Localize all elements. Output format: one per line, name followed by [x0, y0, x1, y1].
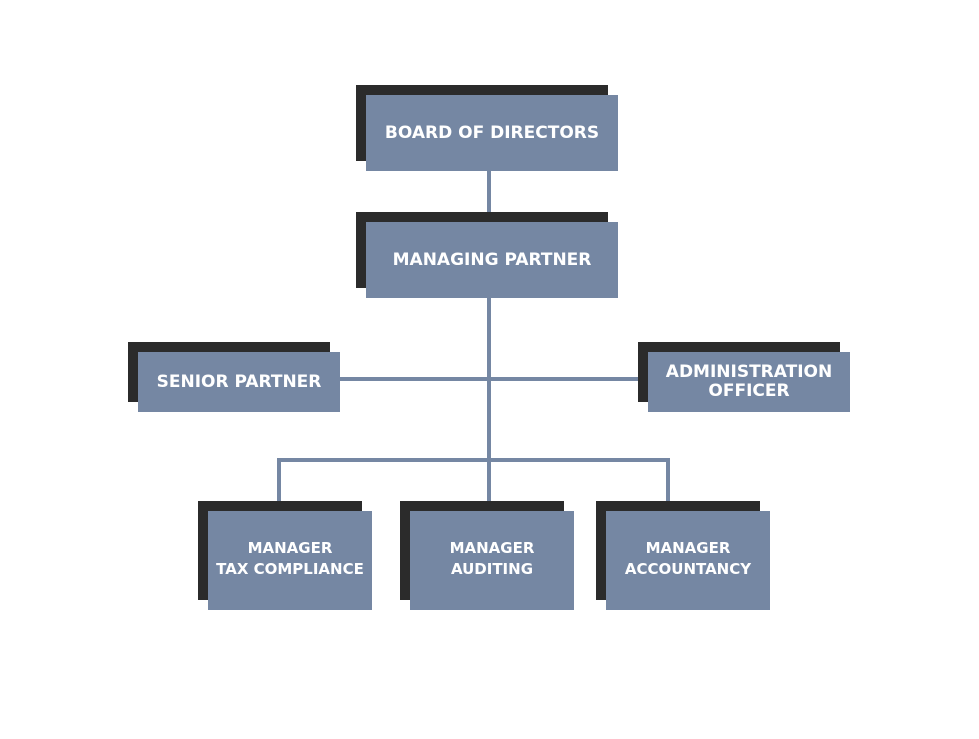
node-label: SENIOR PARTNER	[156, 371, 322, 392]
node-label: MANAGER TAX COMPLIANCE	[216, 539, 364, 578]
node-label: MANAGING PARTNER	[392, 249, 592, 270]
node-administration-officer: ADMINISTRATION OFFICER	[638, 342, 850, 412]
box-face: ADMINISTRATION OFFICER	[648, 352, 850, 412]
box-face: MANAGER TAX COMPLIANCE	[208, 511, 372, 610]
node-manager-tax-compliance: MANAGER TAX COMPLIANCE	[198, 501, 372, 610]
box-face: MANAGER ACCOUNTANCY	[606, 511, 770, 610]
node-senior-partner: SENIOR PARTNER	[128, 342, 340, 412]
box-face: BOARD OF DIRECTORS	[366, 95, 618, 171]
connector-partner-officer-line	[339, 377, 649, 381]
box-face: SENIOR PARTNER	[138, 352, 340, 412]
node-label: MANAGER ACCOUNTANCY	[624, 539, 752, 578]
node-label: BOARD OF DIRECTORS	[384, 122, 600, 143]
node-label: MANAGER AUDITING	[449, 539, 535, 578]
connector-managing-trunk	[487, 297, 491, 512]
node-board-of-directors: BOARD OF DIRECTORS	[356, 85, 618, 171]
connector-managers-bar	[277, 458, 670, 462]
node-manager-accountancy: MANAGER ACCOUNTANCY	[596, 501, 770, 610]
connector-board-to-managing	[487, 170, 491, 223]
node-manager-auditing: MANAGER AUDITING	[400, 501, 574, 610]
box-face: MANAGER AUDITING	[410, 511, 574, 610]
box-face: MANAGING PARTNER	[366, 222, 618, 298]
connector-to-accountancy	[666, 458, 670, 512]
node-managing-partner: MANAGING PARTNER	[356, 212, 618, 298]
node-label: ADMINISTRATION OFFICER	[665, 362, 833, 401]
connector-to-tax-compliance	[277, 458, 281, 512]
